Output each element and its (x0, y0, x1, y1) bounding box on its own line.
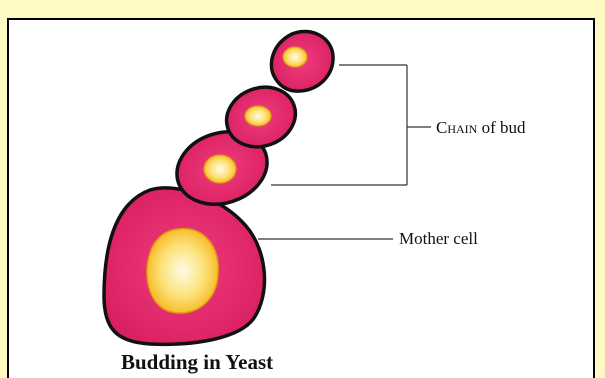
mother-cell-label: Mother cell (399, 229, 478, 249)
diagram-caption: Budding in Yeast (121, 350, 273, 375)
bud-2-nucleus (245, 106, 271, 126)
mother-cell-nucleus (147, 229, 218, 313)
bud-cell-3 (271, 31, 333, 91)
chain-label-prefix: Chain (436, 118, 477, 137)
chain-of-bud-label: Chain of bud (436, 118, 526, 138)
bud-3-nucleus (283, 47, 307, 67)
mother-cell (104, 188, 264, 344)
chain-label-suffix: of bud (477, 118, 525, 137)
bud-1-nucleus (204, 155, 236, 183)
